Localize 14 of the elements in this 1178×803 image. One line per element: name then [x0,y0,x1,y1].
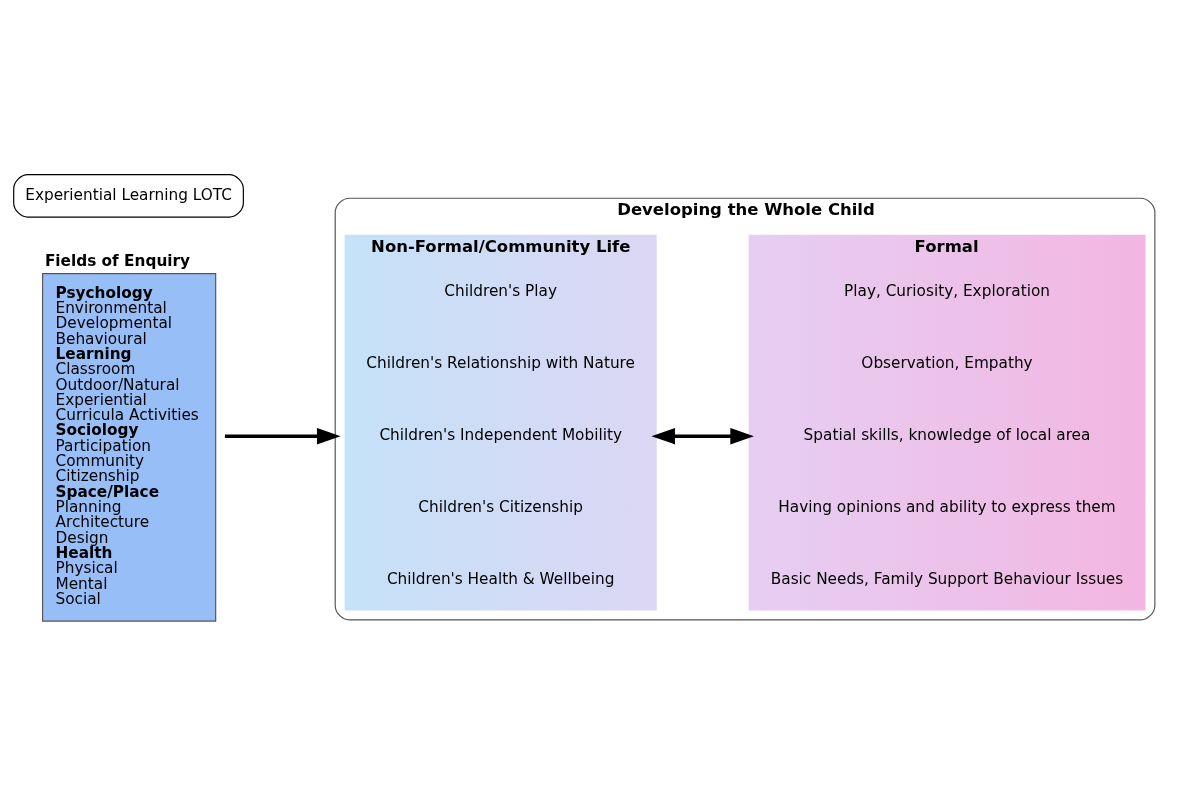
node-text: Children's Health & Wellbeing [386,569,615,588]
node-box: Experiential Learning LOTC [13,173,244,218]
node-text: Children's Relationship with Nature [366,353,635,372]
node-text: Having opinions and ability to express them [778,497,1116,516]
node-text: Basic Needs, Family Support Behaviour Issues [770,569,1124,588]
node-text: Spatial skills, knowledge of local area [803,425,1091,444]
node-text: Children's Citizenship [418,497,583,516]
node-text: Observation, Empathy [861,353,1033,372]
node-text: Children's Independent Mobility [379,425,622,444]
node-text: Play, Curiosity, Exploration [844,281,1050,300]
node-text: Children's Play [444,281,557,300]
node-label: Fields of Enquiry [44,251,191,270]
arrow [224,427,341,444]
arrow [651,427,754,444]
